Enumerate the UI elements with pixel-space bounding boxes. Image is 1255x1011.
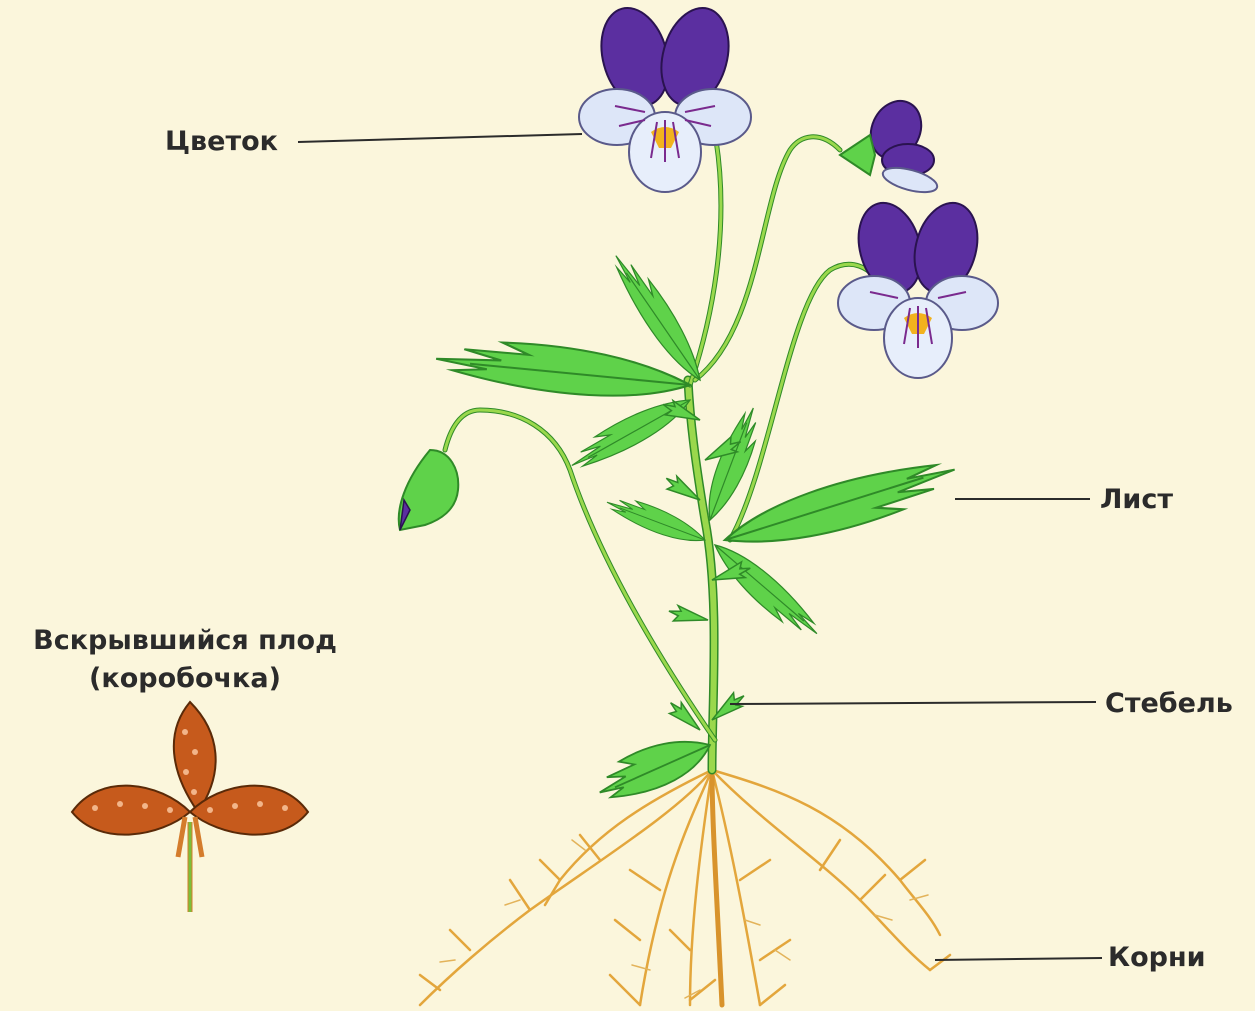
leader-lines xyxy=(298,134,1102,960)
seed-capsule-icon xyxy=(72,702,308,912)
roots-illustration xyxy=(420,770,950,1005)
label-roots: Корни xyxy=(1108,944,1206,971)
fruit-caption-line2: (коробочка) xyxy=(15,660,355,698)
fruit-caption: Вскрывшийся плод (коробочка) xyxy=(15,622,355,698)
fruit-caption-line1: Вскрывшийся плод xyxy=(15,622,355,660)
leaves-illustration xyxy=(434,248,961,811)
stem-illustration xyxy=(445,137,885,770)
label-leaf: Лист xyxy=(1100,486,1173,513)
label-stem: Стебель xyxy=(1105,690,1233,717)
label-flower: Цветок xyxy=(165,128,278,155)
